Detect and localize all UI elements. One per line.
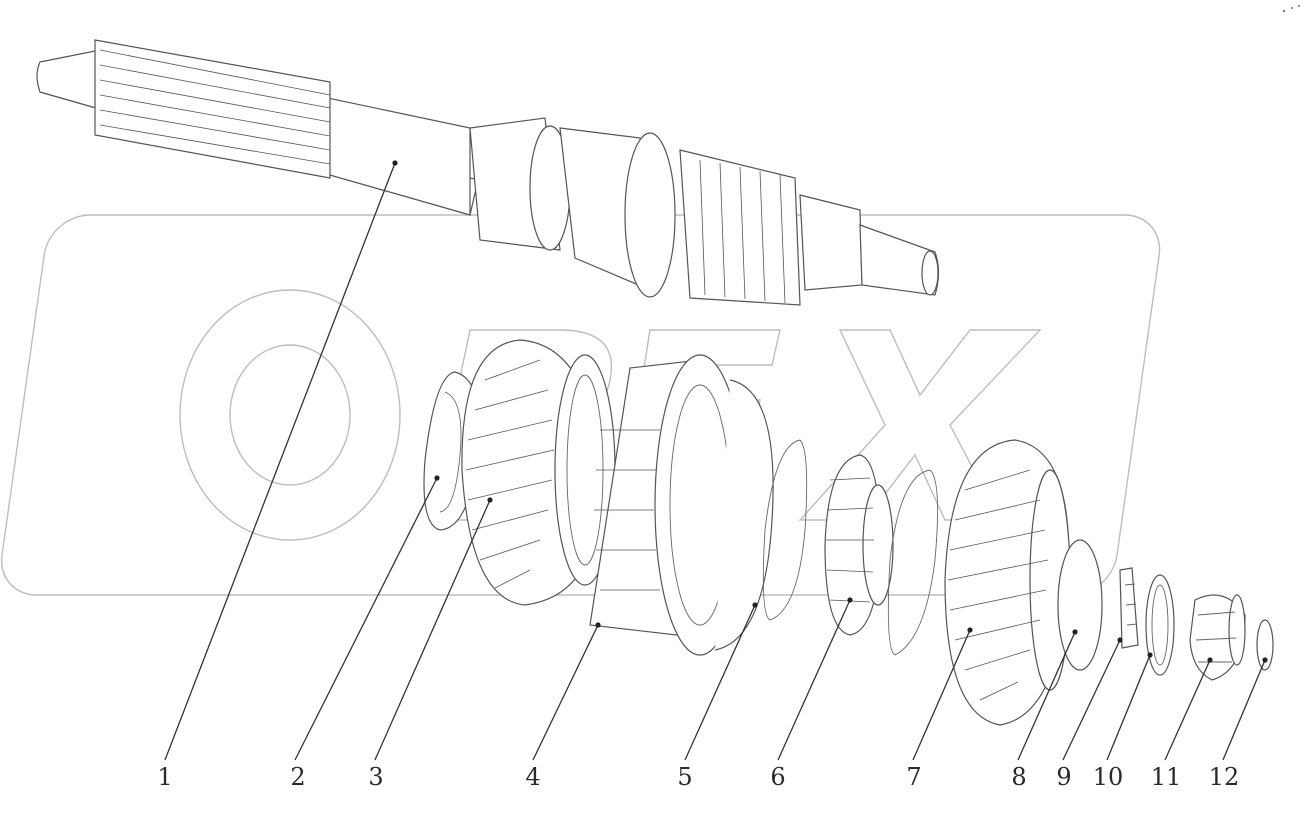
corner-mark — [1282, 5, 1300, 13]
leader-7 — [912, 629, 971, 761]
helical-gear-7 — [944, 439, 1071, 726]
label-10: 10 — [1093, 763, 1124, 791]
snap-ring-5 — [762, 439, 808, 621]
retaining-ring — [887, 469, 939, 656]
label-4: 4 — [525, 763, 540, 791]
leader-9 — [1062, 639, 1121, 761]
leader-lines — [164, 160, 1268, 761]
needle-bearing-9 — [1119, 567, 1139, 649]
leader-11 — [1164, 659, 1211, 761]
helical-gear-large — [461, 339, 616, 606]
leader-8 — [1017, 631, 1076, 761]
leader-5 — [684, 604, 756, 761]
label-6: 6 — [770, 763, 785, 791]
part-labels: 1 2 3 4 5 6 7 8 9 10 11 12 — [157, 763, 1239, 791]
leader-12 — [1222, 659, 1266, 761]
leader-3 — [374, 499, 491, 761]
leader-1 — [164, 162, 396, 761]
ring-10 — [1145, 574, 1175, 676]
leader-10 — [1106, 654, 1151, 761]
shaft-splines — [99, 49, 331, 165]
label-11: 11 — [1151, 763, 1182, 791]
label-1: 1 — [157, 763, 172, 791]
leader-4 — [532, 624, 599, 761]
shaft-gear-teeth — [699, 159, 786, 304]
main-shaft — [36, 39, 940, 306]
leader-6 — [777, 599, 851, 761]
label-7: 7 — [906, 763, 921, 791]
label-3: 3 — [368, 763, 383, 791]
spur-gear-6 — [824, 454, 894, 636]
circlip-12 — [1256, 619, 1274, 671]
small-gear-11 — [1189, 594, 1246, 681]
label-9: 9 — [1056, 763, 1071, 791]
label-2: 2 — [290, 763, 305, 791]
label-5: 5 — [677, 763, 692, 791]
washer-8 — [1057, 539, 1103, 671]
label-8: 8 — [1011, 763, 1026, 791]
label-12: 12 — [1209, 763, 1240, 791]
gear-teeth-7 — [947, 469, 1049, 701]
gear-teeth-3 — [465, 359, 555, 589]
leader-2 — [294, 477, 438, 761]
synchronizer-assembly — [589, 354, 774, 656]
synchronizer-teeth — [594, 429, 660, 591]
